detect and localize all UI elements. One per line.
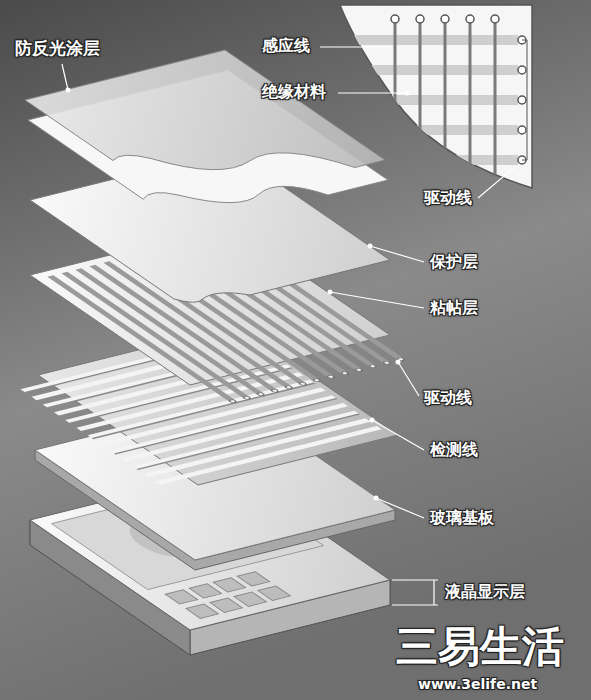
leader-dots — [66, 88, 410, 501]
part-label: 保护层 — [430, 252, 478, 271]
part-label: 防反光涂层 — [15, 38, 100, 58]
watermark-url: www.3elife.net — [418, 676, 537, 693]
part-label: 检测线 — [430, 440, 478, 459]
part-label: 驱动线 — [424, 388, 472, 407]
watermark: 三易生活 — [396, 622, 564, 672]
part-label: 驱动线 — [424, 188, 472, 207]
anti-reflective-coating — [25, 50, 388, 230]
part-label: 绝缘材料 — [262, 82, 326, 101]
part-label: 粘帖层 — [430, 298, 478, 317]
part-label: 感应线 — [262, 36, 310, 55]
leader-lines — [62, 47, 516, 605]
inset-detail — [340, 5, 532, 190]
part-label: 玻璃基板 — [430, 508, 494, 527]
part-label: 液晶显示层 — [445, 582, 525, 601]
